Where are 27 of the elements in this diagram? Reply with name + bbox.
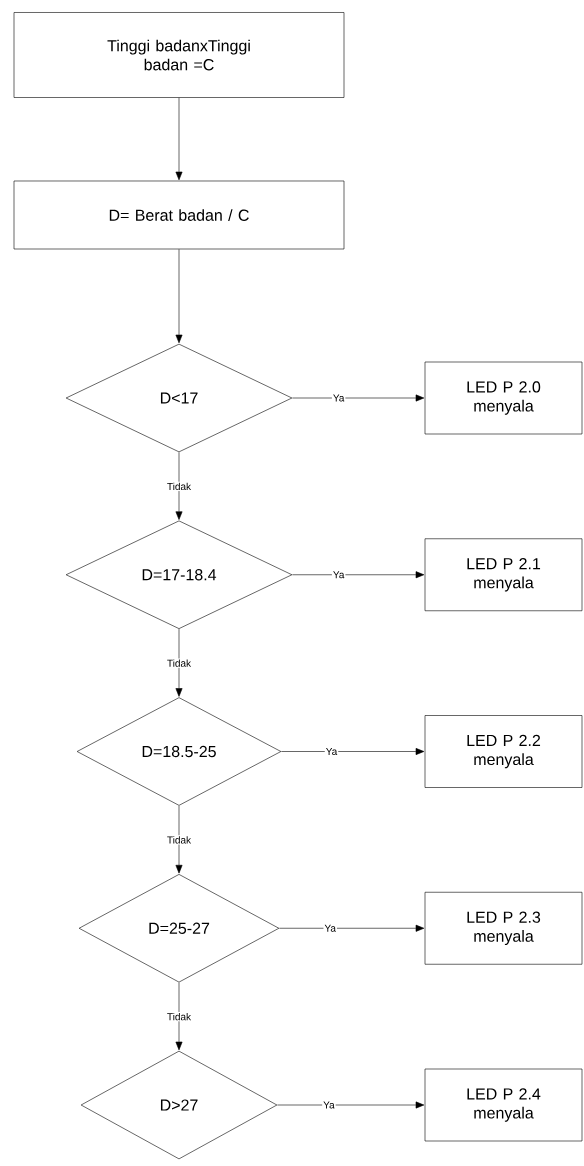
arrow (175, 249, 183, 344)
edge-label: Tidak (165, 1011, 193, 1022)
output-box: LED P 2.1 menyala (424, 538, 583, 612)
process-box: D= Berat badan / C (13, 180, 345, 250)
edge-label: Tidak (165, 835, 193, 845)
arrow (292, 571, 425, 579)
edge-label: Ya (323, 923, 337, 933)
arrow (175, 628, 183, 697)
edge-label: Ya (322, 1100, 336, 1110)
arrow (277, 1101, 425, 1109)
output-box: LED P 2.0 menyala (424, 361, 583, 435)
process-box: Tinggi badanxTinggi badan =C (13, 12, 345, 98)
arrow (175, 805, 183, 874)
edge-label: Tidak (165, 481, 193, 492)
arrow (175, 452, 183, 520)
output-box: LED P 2.3 menyala (424, 891, 583, 965)
arrow (175, 982, 183, 1051)
arrow (281, 748, 425, 755)
edge-label: Ya (331, 570, 346, 580)
arrow (279, 924, 425, 932)
arrow (292, 394, 425, 402)
edge-label: Ya (331, 393, 346, 403)
arrow (175, 97, 183, 181)
edge-label: Ya (324, 747, 339, 756)
output-box: LED P 2.2 menyala (424, 715, 583, 788)
output-box: LED P 2.4 menyala (424, 1068, 583, 1142)
edge-label: Tidak (165, 658, 193, 668)
